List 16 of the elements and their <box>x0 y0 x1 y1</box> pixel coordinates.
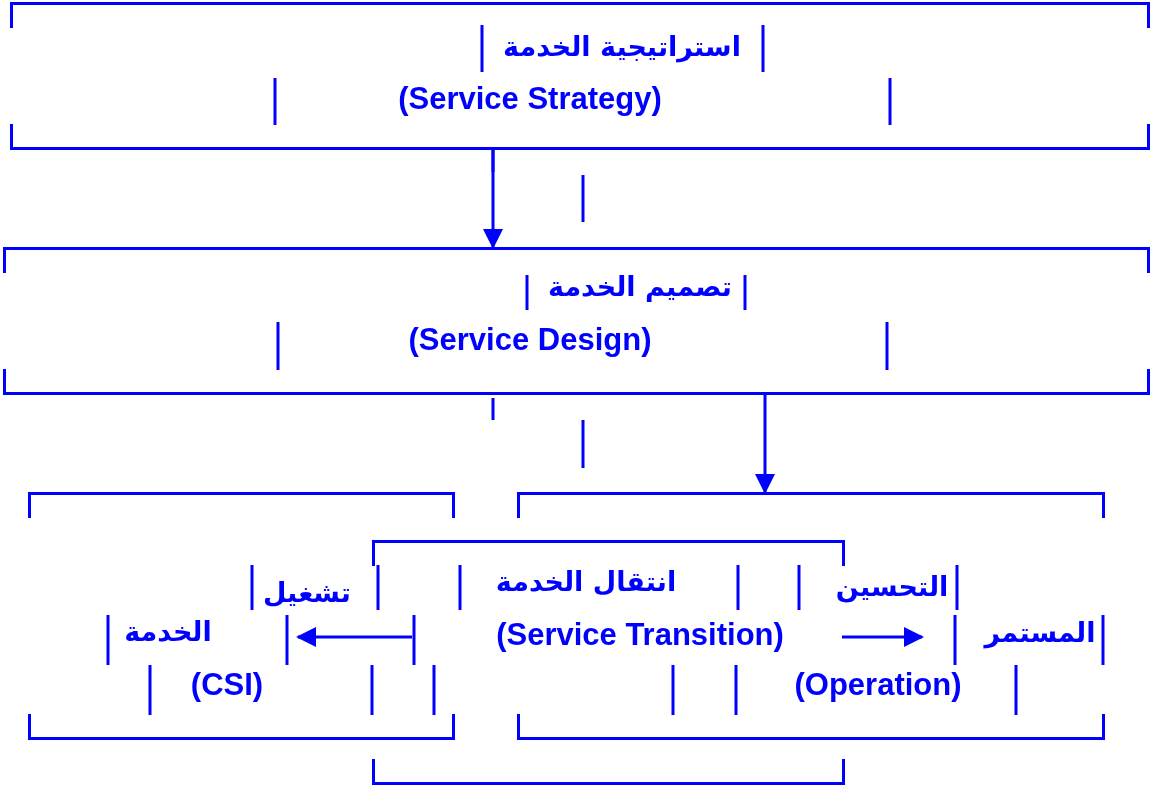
arrow <box>842 627 924 647</box>
english-label: (Service Design) <box>408 323 652 358</box>
arrow <box>755 395 775 494</box>
stage-label: التحسين <box>835 572 949 602</box>
arrow <box>296 627 412 647</box>
arrow <box>483 150 503 249</box>
stage-label: استراتيجية الخدمة <box>503 32 741 62</box>
english-label: (Service Transition) <box>496 618 784 653</box>
stage-label: انتقال الخدمة <box>495 567 677 597</box>
english-label: (Service Strategy) <box>398 82 662 117</box>
stage-label: تصميم الخدمة <box>548 272 732 302</box>
stage-label: المستمر <box>984 618 1096 648</box>
english-label: (Operation) <box>794 668 962 703</box>
stage-label: تشغيل <box>263 578 351 608</box>
stage-label: الخدمة <box>124 617 212 647</box>
english-label: (CSI) <box>190 668 264 703</box>
